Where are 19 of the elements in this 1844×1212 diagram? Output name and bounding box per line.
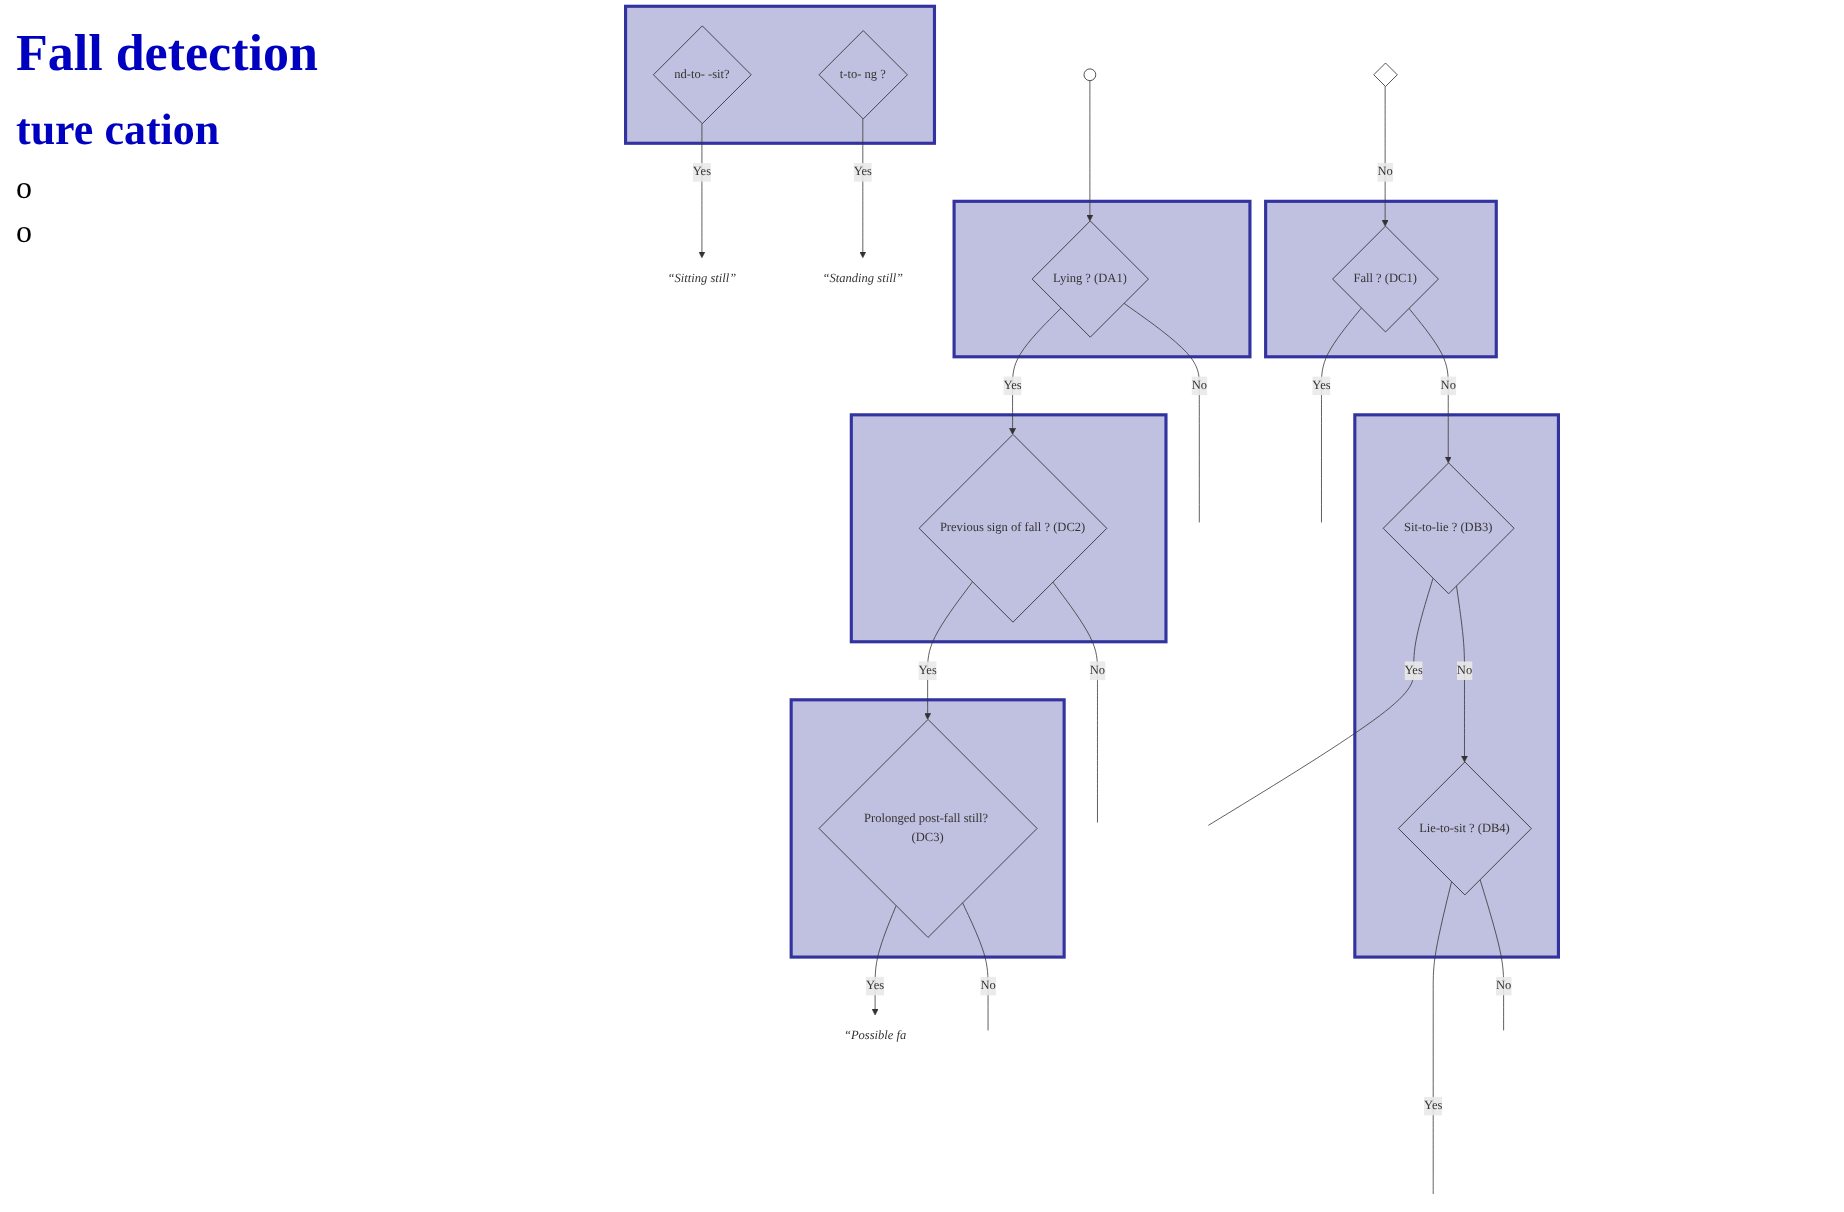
- branch-label: o: [16, 216, 34, 252]
- cluster: [952, 199, 1252, 359]
- cluster: [849, 413, 1168, 644]
- node-circle: [1083, 68, 1097, 82]
- connector: [1052, 581, 1098, 823]
- cluster: [1264, 199, 1498, 359]
- branch-label: o: [16, 172, 34, 208]
- cluster: [1353, 413, 1560, 959]
- node-diamond: [1373, 62, 1398, 87]
- connector: [1123, 302, 1200, 523]
- section-heading: ture cation: [16, 104, 222, 156]
- cluster: [789, 698, 1066, 959]
- connector: [1207, 578, 1434, 826]
- connector: [962, 902, 989, 1031]
- connector: [1479, 879, 1504, 1031]
- connector: [1432, 881, 1452, 1195]
- title: Fall detection: [16, 24, 320, 84]
- cluster: [624, 4, 937, 145]
- connector: [1321, 307, 1362, 523]
